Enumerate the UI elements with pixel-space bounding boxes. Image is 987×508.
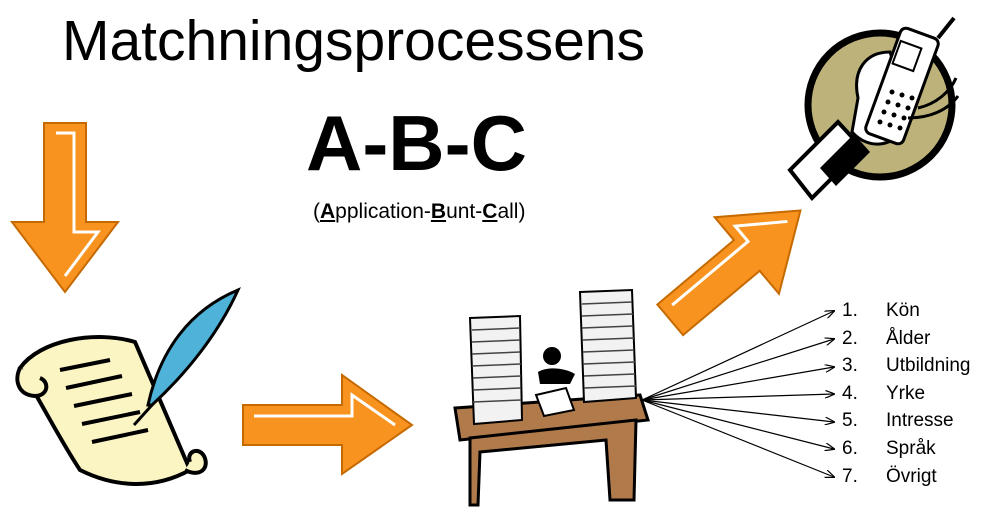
- down-arrow-icon: [9, 122, 121, 294]
- criteria-item: 7.Övrigt: [842, 465, 937, 487]
- diagram-title: Matchningsprocessens: [62, 9, 645, 73]
- criteria-item: 6.Språk: [842, 437, 936, 459]
- criteria-item: 5.Intresse: [842, 410, 954, 432]
- desk-paper-stacks-icon: [453, 288, 650, 507]
- criteria-item: 4.Yrke: [842, 382, 926, 404]
- criteria-item: 2.Ålder: [842, 327, 931, 349]
- scroll-quill-icon: [15, 287, 241, 486]
- hand-mobile-phone-icon: [787, 16, 960, 202]
- criteria-list: 1.Kön 2.Ålder 3.Utbildning 4.Yrke 5.Intr…: [842, 297, 971, 490]
- abc-heading: A-B-C: [306, 99, 527, 187]
- criteria-item: 3.Utbildning: [842, 355, 971, 377]
- criteria-item: 1.Kön: [842, 300, 920, 321]
- criteria-connector-arrows: [641, 311, 834, 477]
- abc-subtitle: (Application-Bunt-Call): [313, 200, 526, 223]
- right-arrow-icon: [242, 373, 414, 476]
- up-right-arrow-icon: [655, 209, 802, 337]
